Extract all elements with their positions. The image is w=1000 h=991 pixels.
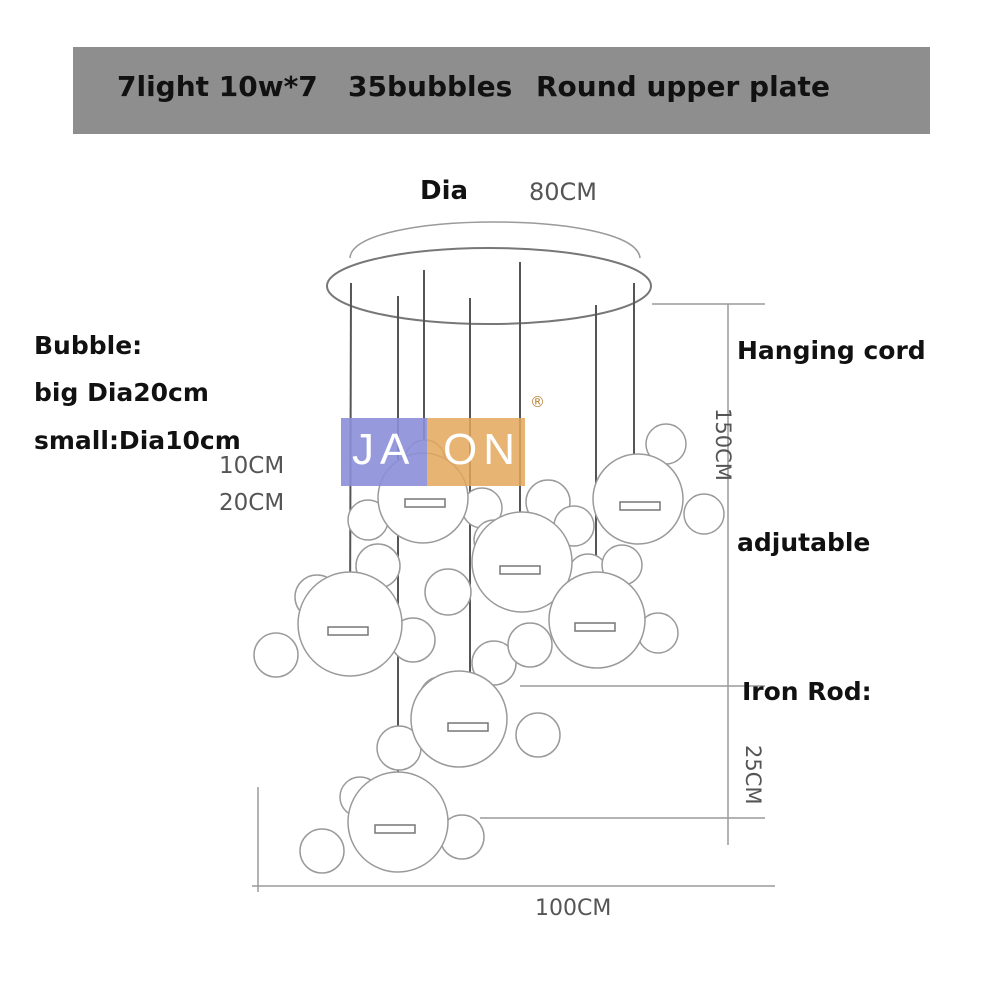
small-bubble — [424, 568, 472, 616]
cord-title: Hanging cord — [737, 336, 926, 365]
bubble-big-size: big Dia20cm — [34, 378, 209, 407]
lamp-cap — [574, 622, 616, 632]
small-bubble — [507, 622, 553, 668]
rod-length: 25CM — [741, 745, 765, 805]
lamp-caps — [327, 498, 661, 834]
small-bubble — [515, 712, 561, 758]
lamp-cap — [327, 626, 369, 636]
small-bubble — [253, 632, 299, 678]
width-value: 100CM — [535, 896, 612, 921]
lamp-cap — [404, 498, 446, 508]
bubble-small-size: small:Dia10cm — [34, 426, 241, 455]
spec-light: 7light 10w*7 — [117, 70, 318, 103]
spec-bubbles: 35bubbles — [348, 70, 513, 103]
spec-banner — [73, 47, 930, 134]
spec-plate: Round upper plate — [536, 70, 830, 103]
lamp-cap — [499, 565, 541, 575]
big-bubble — [347, 771, 449, 873]
small-bubble — [471, 640, 517, 686]
logo-text-left: JA — [352, 425, 416, 474]
upper-plate — [326, 247, 652, 325]
cord-length: 150CM — [711, 408, 735, 481]
logo-left-block — [341, 418, 427, 486]
lamp-cap — [374, 824, 416, 834]
big-bubble — [297, 571, 403, 677]
logo-right-block — [427, 418, 525, 486]
registered-mark: ® — [530, 393, 545, 411]
big-bubble — [592, 453, 684, 545]
big-bubble — [410, 670, 508, 768]
rod-title: Iron Rod: — [742, 677, 872, 706]
logo-text-right: ON — [443, 425, 521, 474]
small-bubble — [683, 493, 725, 535]
big-bubble — [471, 511, 573, 613]
plate-dia-label: Dia — [420, 176, 469, 206]
cord-adjustable-note: adjutable — [737, 528, 871, 557]
lamp-cap — [447, 722, 489, 732]
plate-dim-arc — [349, 221, 641, 259]
bubble-cluster — [253, 423, 725, 874]
small-bubble-dim: 10CM — [219, 453, 285, 479]
big-bubble — [548, 571, 646, 669]
small-bubble — [299, 828, 345, 874]
big-bubble-dim: 20CM — [219, 490, 285, 516]
bubble-heading: Bubble: — [34, 331, 143, 360]
lamp-cap — [619, 501, 661, 511]
plate-dia-value: 80CM — [529, 178, 598, 206]
